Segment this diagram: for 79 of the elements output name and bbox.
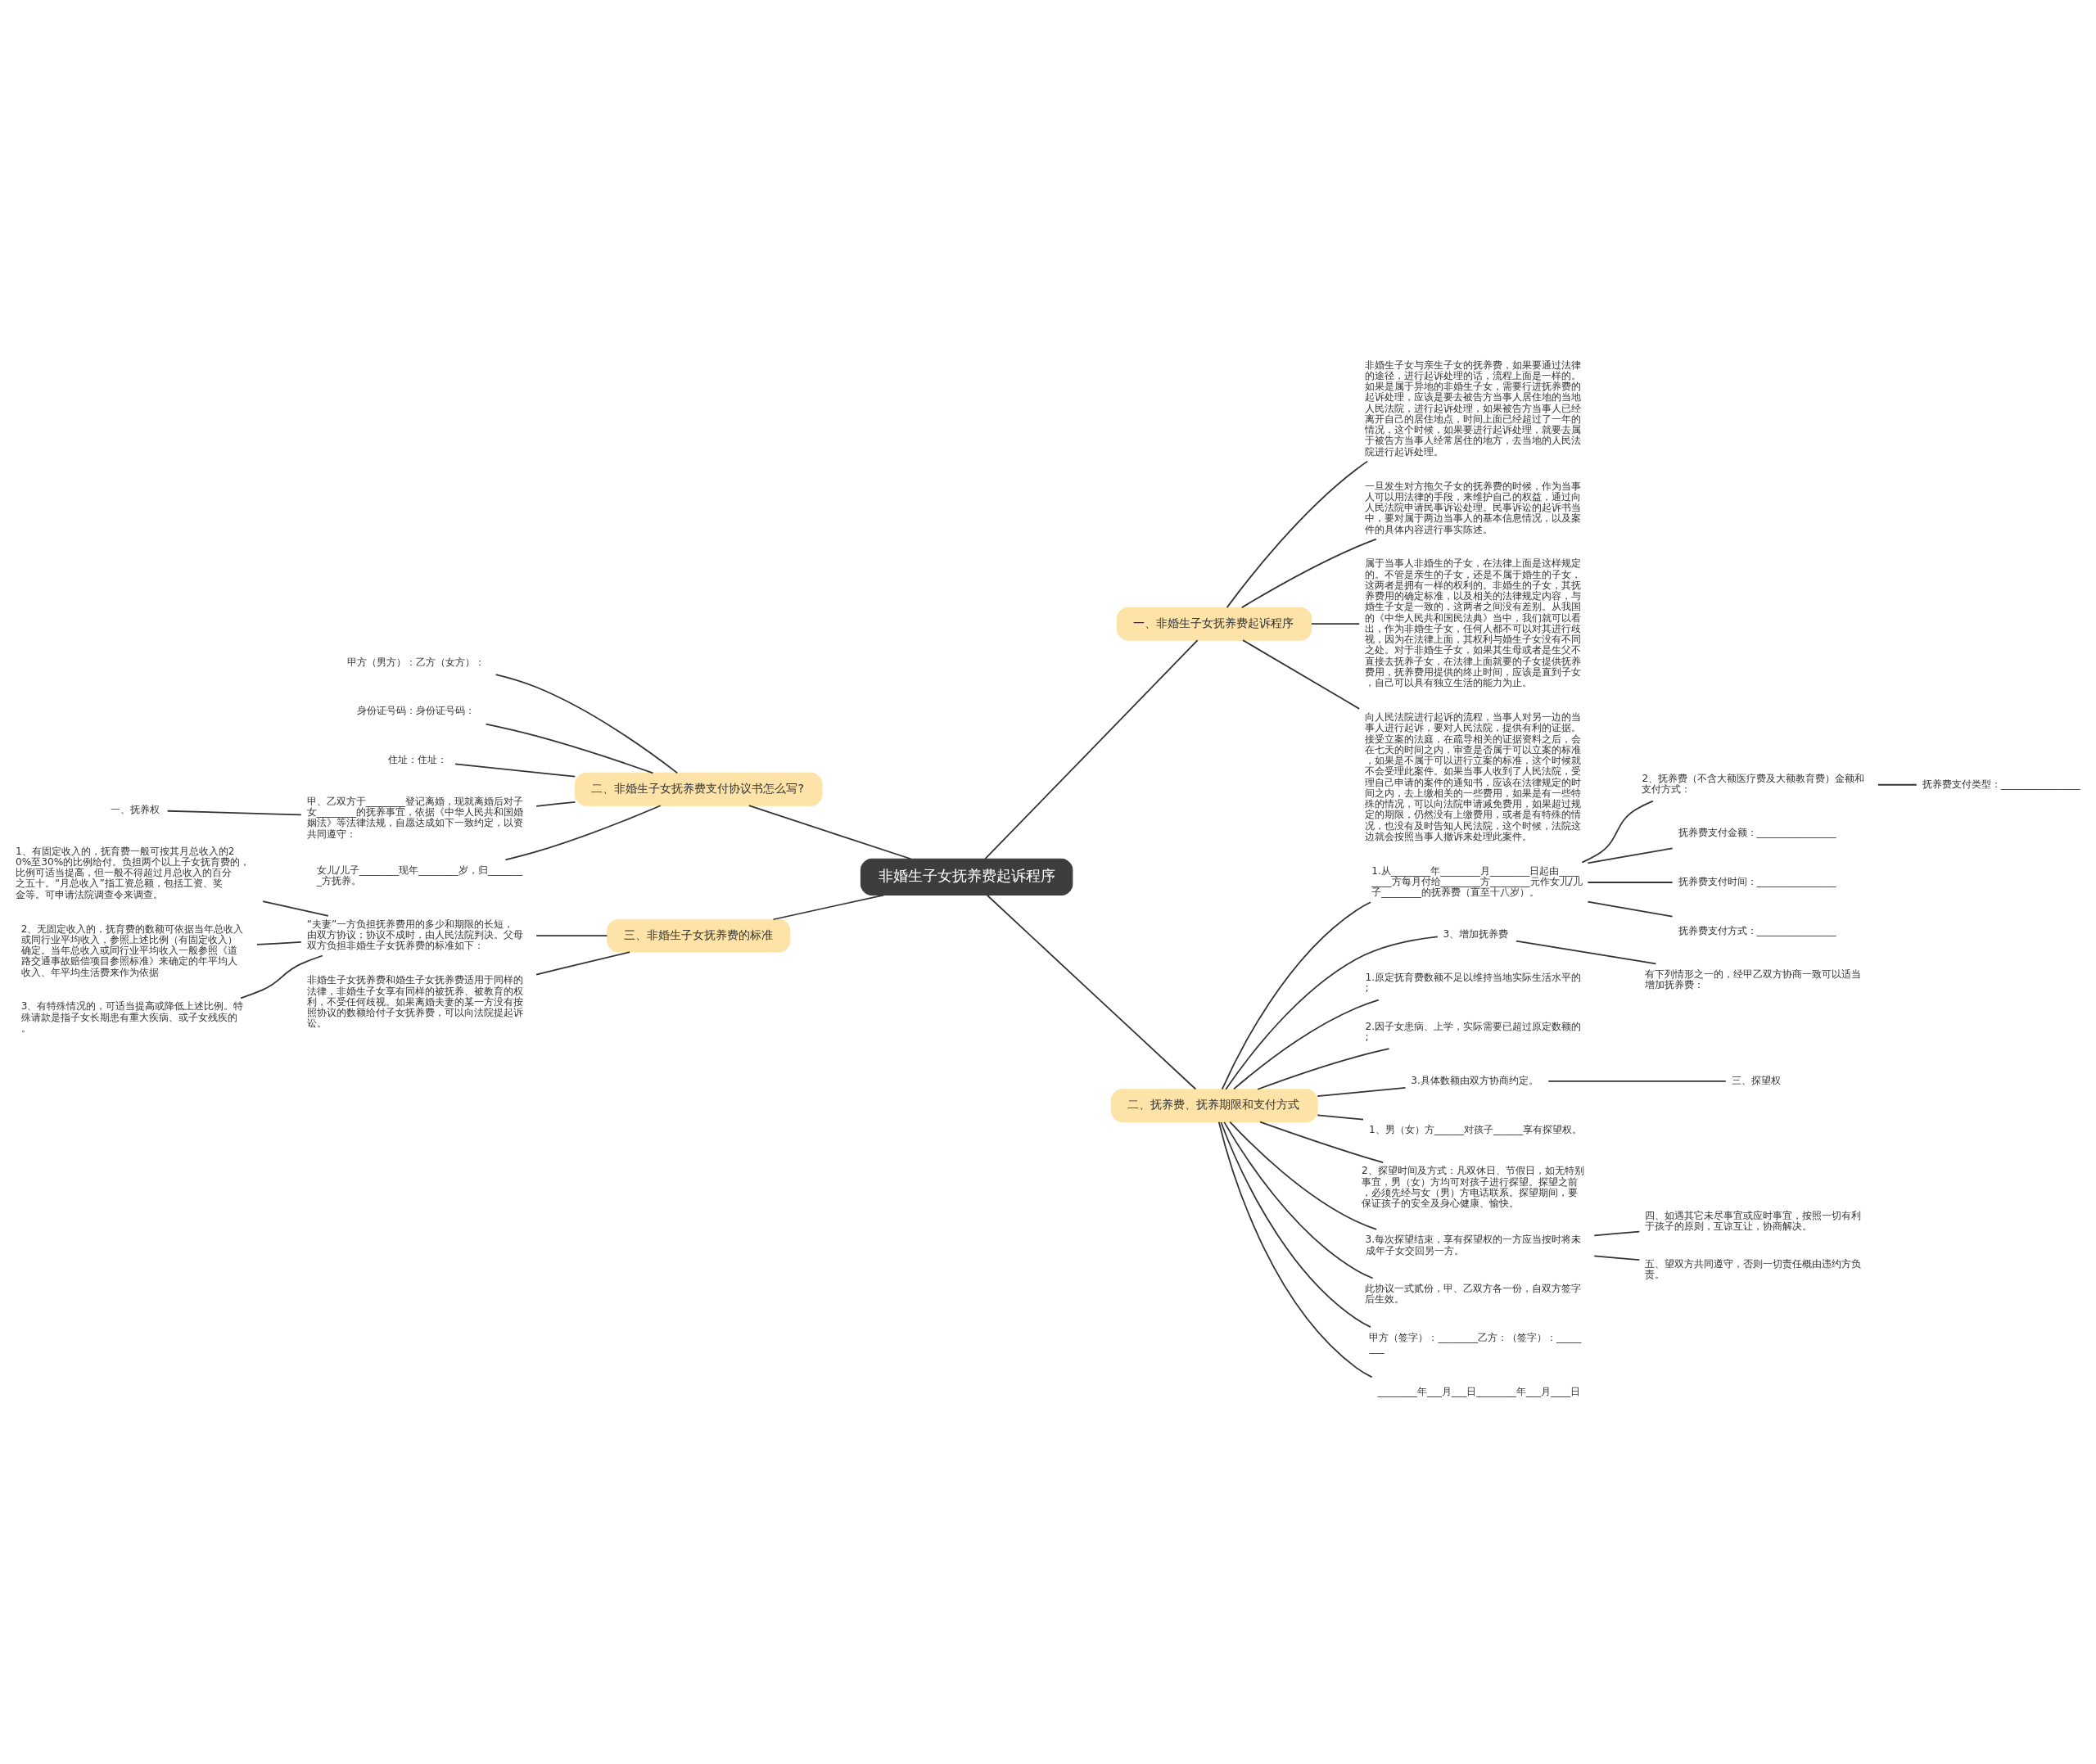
node-text: 四、如遇其它未尽事宜或应时事宜，按照一切有利于孩子的原则，互谅互让，协商解决。 <box>1645 1209 1862 1232</box>
connector <box>485 723 654 774</box>
node-text: 1.从________年________月________日起由________方每月付给________方________元作女儿/儿子________的抚养费（直至十八岁）。 <box>1371 864 1583 898</box>
node-box: 三、非婚生子女抚养费的标准 <box>607 918 791 953</box>
connector <box>1229 1121 1377 1230</box>
node-text: 有下列情形之一的，经甲乙双方协商一致可以适当增加抚养费： <box>1645 968 1862 990</box>
connector <box>1877 783 1918 786</box>
node-text: 甲方（男方）：乙方（女方）： <box>347 656 486 668</box>
connector <box>535 950 630 975</box>
node-text: 3、增加抚养费 <box>1443 927 1509 940</box>
node-box: 二、非婚生子女抚养费支付协议书怎么写? <box>575 772 823 806</box>
connector <box>166 810 302 815</box>
node-text: 一旦发生对方拖欠子女的抚养费的时候，作为当事人可以用法律的手段，来维护自己的权益，通过向人民法院申请民事诉讼处理。民事诉讼的起诉书当中，要对属于两边当事人的基本信息情况，以及案件的具体内容进行事实陈述。 <box>1364 480 1581 535</box>
node-text: 此协议一式贰份，甲、乙双方各一份，自双方签字后生效。 <box>1364 1282 1581 1305</box>
node-text: 3、有特殊情况的，可适当提高或降低上述比例。特殊请款是指子女长期患有重大疾病、或子女残疾的。 <box>20 999 244 1034</box>
node-text: 2.因子女患病、上学，实际需要已超过原定数额的; <box>1365 1020 1582 1043</box>
node-text: 身份证号码：身份证号码： <box>357 704 476 716</box>
node-text: 2、抚养费（不含大额医疗费及大额教育费）金额和支付方式： <box>1642 772 1865 795</box>
node-text: 1、有固定收入的，抚育费一般可按其月总收入的20%至30%的比例给付。负担两个以上子女抚育费的，比例可适当提高，但一般不得超过月总收入的百分之五十。“月总收入”指工资总额，包括工资、奖金等。可申请法院调查令来调查。 <box>16 845 251 900</box>
connector <box>1220 1121 1371 1328</box>
connector <box>1587 881 1674 883</box>
connector <box>535 801 576 807</box>
node-text: 向人民法院进行起诉的流程，当事人对另一边的当事人进行起诉，要对人民法院，提供有利的证据。接受立案的法庭，在疏导相关的证据资料之后，会在七天的时间之内，审查是否属于可以立案的标准，如果是不属于可以进行立案的标准，这个时候就不会受理此案件。如果当事人收到了人民法院，受理自己申请的案件的通知书，应该在法律规定的时间之内，去上缴相关的一些费用，如果是有一些特殊的情况，可以向法院申请减免费用，如果超过规定的期限，仍然没有上缴费用，或者是有特殊的情况，也没有及时告知人民法院，这个时候，法院这边就会按照当事人撤诉来处理此案件。 <box>1364 711 1581 842</box>
connector <box>984 638 1199 859</box>
node-box: 非婚生子女抚养费起诉程序 <box>860 858 1073 896</box>
connector <box>495 673 679 774</box>
node-text: 2、探望时间及方式：凡双休日、节假日，如无特别事宜，男（女）方均可对孩子进行探望。探望之前，必须先经与女（男）方电话联系。探望期间，要保证孩子的安全及身心健康、愉快。 <box>1362 1164 1584 1209</box>
connector <box>1547 1080 1727 1082</box>
connector <box>1242 638 1361 710</box>
node-text: 甲、乙双方于________登记离婚，现就离婚后对子女________的抚养事宜，依据《中华人民共和国婚姻法》等法律法规，自愿达成如下一致约定，以资共同遵守： <box>306 795 524 840</box>
connector <box>748 804 912 859</box>
node-text: 1、男（女）方______对孩子______享有探望权。 <box>1368 1123 1583 1135</box>
connector <box>1259 1121 1385 1163</box>
node-text: 女儿/儿子________现年________岁，归________方抚养。 <box>316 864 523 887</box>
connector <box>1226 460 1369 608</box>
node-text: 2、无固定收入的，抚育费的数额可依据当年总收入或同行业平均收入，参照上述比例（有固定收入）确定。当年总收入或同行业平均收入一般参照《道路交通事故赔偿项目参照标准》来确定的年平均人收入、年平均生活费来作为依据 <box>20 923 244 977</box>
connector <box>1233 999 1380 1090</box>
node-text: 3.每次探望结束，享有探望权的一方应当按时将未成年子女交回另一方。 <box>1365 1233 1582 1256</box>
connector <box>1221 900 1371 1090</box>
node-text: 五、望双方共同遵守，否则一切责任概由违约方负责。 <box>1645 1257 1862 1280</box>
connector <box>1516 940 1657 964</box>
node-text: “夫妻”一方负担抚养费用的多少和期限的长短，由双方协议；协议不成时，由人民法院判决。父母双方负担非婚生子女抚养费的标准如下： <box>306 918 523 951</box>
node-text: 住址：住址： <box>388 753 448 765</box>
connector <box>1317 1114 1364 1120</box>
connector <box>1225 936 1439 1090</box>
node-box: 二、抚养费、抚养期限和支付方式 <box>1110 1088 1318 1122</box>
node-text: 非婚生子女抚养费和婚生子女抚养费适用于同样的法律，非婚生子女享有同样的被抚养、被教育的权利，不受任何歧视。如果离婚夫妻的某一方没有按照协议的数额给付子女抚养费，可以向法院提起诉讼。 <box>306 973 523 1029</box>
connector <box>1223 1121 1374 1279</box>
connector <box>256 941 302 945</box>
connector <box>1587 846 1674 864</box>
connector <box>1311 622 1361 625</box>
node-text: 1.原定抚育费数额不足以维持当地实际生活水平的; <box>1365 971 1582 994</box>
node-text: 抚养费支付时间：________________ <box>1678 875 1836 887</box>
connector <box>1257 1047 1390 1090</box>
node-text: 抚养费支付方式：________________ <box>1678 924 1836 936</box>
connector <box>1581 800 1654 863</box>
connector <box>1593 1254 1641 1261</box>
node-text: ________年___月___日________年___月____日 <box>1377 1385 1581 1397</box>
connector <box>262 900 329 917</box>
node-text: 抚养费支付金额：________________ <box>1678 826 1836 838</box>
connector <box>1240 538 1377 608</box>
node-text: 甲方（签字）：________乙方：（签字）：________ <box>1369 1331 1582 1354</box>
connector <box>1587 900 1674 918</box>
connector <box>986 894 1197 1090</box>
connector <box>1217 1121 1373 1378</box>
node-text: 属于当事人非婚生的子女，在法律上面是这样规定的。不管是亲生的子女，还是不属于婚生的子女，这两者是拥有一样的权利的。非婚生的子女，其抚养费用的确定标准，以及相关的法律规定内容，与婚生子女是一致的，这两者之间没有差别。从我国的《中华人民共和国民法典》当中，我们就可以看出，作为非婚生子女，任何人都不可以对其进行歧视，因为在法律上面，其权利与婚生子女没有不同之处。对于非婚生子女，如果其生母或者是生父不直接去抚养子女，在法律上面就要的子女提供抚养费用，抚养费用提供的终止时间，应该是直到子女，自己可以具有独立生活的能力为止。 <box>1364 557 1581 688</box>
connector <box>240 954 323 999</box>
connector <box>535 934 608 936</box>
connector <box>772 894 885 920</box>
connector <box>504 804 662 860</box>
connector <box>1317 1086 1407 1097</box>
node-text: 3.具体数额由双方协商约定。 <box>1411 1074 1538 1086</box>
node-text: 一、抚养权 <box>111 803 160 815</box>
node-text: 非婚生子女与亲生子女的抚养费，如果要通过法律的途径，进行起诉处理的话，流程上面是一样的。如果是属于异地的非婚生子女，需要行进抚养费的起诉处理，应该是要去被告方当事人居住地的当地人民法院，进行起诉处理，如果被告方当事人已经离开自己的居住地点，时间上面已经超过了一年的情况，这个时候，如果要进行起诉处理，就要去属于被告方当事人经常居住的地方，去当地的人民法院进行起诉处理。 <box>1364 359 1581 458</box>
node-box: 一、非婚生子女抚养费起诉程序 <box>1116 607 1312 641</box>
node-text: 抚养费支付类型：________________ <box>1922 778 2080 790</box>
connector <box>1593 1230 1641 1236</box>
node-text: 三、探望权 <box>1731 1074 1781 1086</box>
connector <box>454 763 576 778</box>
